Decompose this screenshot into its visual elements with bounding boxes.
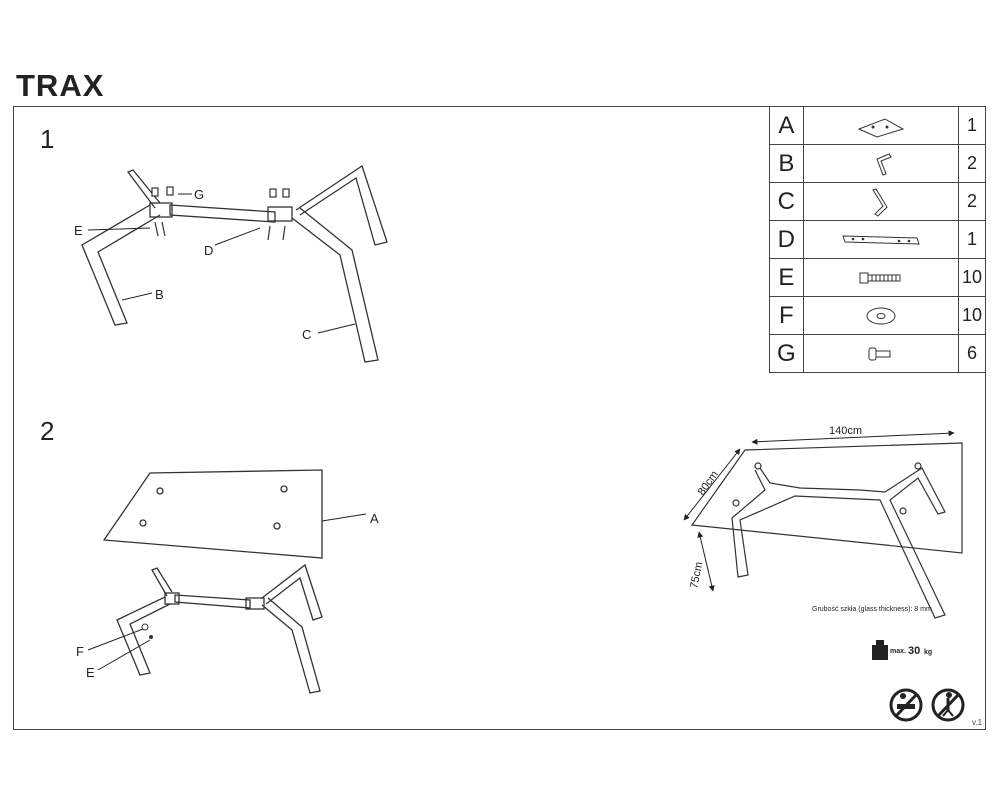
beam-icon — [842, 234, 920, 245]
no-standing-icon — [931, 688, 965, 722]
plate-right — [267, 206, 293, 222]
pad-g-2 — [166, 186, 174, 196]
step1-hardware — [151, 186, 290, 241]
part-letter: B — [769, 144, 804, 183]
finished-table — [690, 442, 963, 619]
step2-assembly — [102, 469, 323, 694]
parts-row: B 2 — [769, 144, 986, 183]
leg-right-back — [295, 164, 388, 246]
glass-top-a — [102, 469, 323, 559]
parts-row: C 2 — [769, 182, 986, 221]
part-letter: E — [769, 258, 804, 297]
pad-g-4 — [282, 188, 290, 198]
screw-e-mark — [149, 635, 153, 639]
part-qty: 2 — [958, 144, 986, 183]
part-letter: F — [769, 296, 804, 335]
plate-left — [149, 202, 173, 218]
washer-icon — [866, 307, 896, 324]
short-leg-icon — [876, 152, 892, 176]
label-e: E — [74, 223, 83, 238]
weight-icon — [872, 640, 888, 660]
step2-callouts — [87, 513, 367, 671]
depth-dim-line — [683, 448, 741, 521]
parts-row: D 1 — [769, 220, 986, 259]
long-leg-icon — [872, 187, 888, 217]
pad-g-1 — [151, 187, 159, 197]
step-1-number: 1 — [40, 124, 54, 154]
part-letter: D — [769, 220, 804, 259]
part-qty: 2 — [958, 182, 986, 221]
label-e2: E — [86, 665, 95, 680]
label-g: G — [194, 187, 204, 202]
label-b: B — [155, 287, 164, 302]
step2-leg-right — [261, 597, 321, 694]
leg-c — [291, 207, 379, 363]
depth-label: 80cm — [696, 469, 721, 498]
height-dim-line — [697, 531, 715, 592]
glass-top-icon — [857, 117, 905, 138]
max-load-unit: kg — [924, 649, 932, 656]
washer-f-mark — [141, 623, 149, 631]
dimension-lines — [683, 430, 955, 592]
part-letter: C — [769, 182, 804, 221]
pad-g-3 — [269, 188, 277, 198]
leg-b — [81, 204, 161, 326]
label-d: D — [204, 243, 213, 258]
parts-row: G 6 — [769, 334, 986, 373]
glass-thickness-note: Grubość szkła (glass thickness): 8 mm — [812, 606, 932, 613]
screw-e-1 — [154, 221, 159, 237]
label-a: A — [370, 511, 379, 526]
part-qty: 6 — [958, 334, 986, 373]
step1-frame — [81, 164, 388, 363]
beam-d — [169, 204, 276, 223]
step1-callouts — [87, 193, 356, 334]
part-letter: G — [769, 334, 804, 373]
step2-leg-left — [116, 596, 171, 676]
height-label: 75cm — [688, 561, 705, 590]
step-2-number: 2 — [40, 416, 54, 446]
version-label: v.1 — [972, 718, 983, 727]
max-load-prefix: max. — [890, 648, 906, 655]
part-qty: 1 — [958, 106, 986, 145]
label-f: F — [76, 644, 84, 659]
parts-row: F 10 — [769, 296, 986, 335]
parts-row: E 10 — [769, 258, 986, 297]
screw-e-4 — [282, 225, 286, 241]
part-qty: 1 — [958, 220, 986, 259]
product-title: TRAX — [16, 68, 105, 103]
label-c: C — [302, 327, 311, 342]
parts-table: A 1 B 2 C 2 D 1 E 10 F 1 — [769, 106, 986, 373]
length-label: 140cm — [829, 425, 862, 437]
pad-icon — [868, 347, 891, 360]
part-letter: A — [769, 106, 804, 145]
leg-left-back — [126, 169, 161, 209]
max-load-value: 30 — [908, 645, 920, 657]
part-qty: 10 — [958, 258, 986, 297]
part-qty: 10 — [958, 296, 986, 335]
parts-row: A 1 — [769, 106, 986, 145]
screw-e-2 — [161, 221, 166, 237]
step2-leg-right-back — [261, 563, 323, 621]
step2-beam — [174, 594, 251, 609]
no-sitting-icon — [889, 688, 923, 722]
step2-leg-left-back — [151, 567, 173, 597]
screw-icon — [859, 272, 901, 283]
screw-e-3 — [267, 225, 271, 241]
length-dim-line — [751, 430, 955, 445]
instruction-frame — [13, 106, 986, 730]
